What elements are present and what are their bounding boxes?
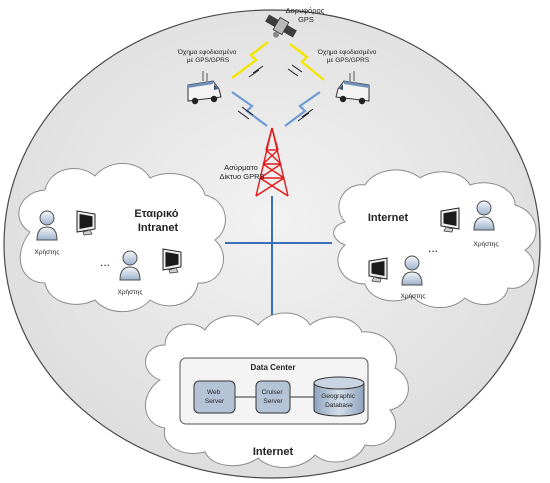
internet-right-title: Internet <box>368 212 409 224</box>
data-center-title: Data Center <box>251 363 296 372</box>
svg-text:Web Server: Web Server <box>205 389 225 405</box>
intranet-user-label-1: Χρήστης <box>35 249 60 256</box>
satellite-label: Δορυφόρος GPS <box>286 6 327 24</box>
internet-user-label-1: Χρήστης <box>474 241 499 248</box>
gprs-tower-icon <box>255 127 289 197</box>
gprs-signal-right <box>284 91 321 127</box>
intranet-ellipsis: ... <box>100 255 110 269</box>
gps-signal-left <box>231 41 269 79</box>
geographic-database-label-line2: Database <box>325 402 353 409</box>
intranet-title: Εταιρικό Intranet <box>134 208 181 234</box>
web-server-label-line1: Web <box>207 389 221 396</box>
web-server-label-line2: Server <box>205 398 225 405</box>
cruiser-server-box: Cruiser Server <box>255 380 291 414</box>
gprs-tower-label: Ασύρματο Δίκτυο GPRS <box>220 163 265 181</box>
gps-signal-right <box>287 43 325 81</box>
internet-user-label-2: Χρήστης <box>401 293 426 300</box>
svg-text:Geographic Database: Geographic Database <box>321 393 356 409</box>
geographic-database-icon: Geographic Database <box>313 376 365 417</box>
cruiser-server-label-line2: Server <box>263 398 283 405</box>
web-server-box: Web Server <box>193 380 236 414</box>
intranet-cloud <box>18 163 226 313</box>
intranet-user-label-2: Χρήστης <box>118 289 143 296</box>
data-center-cloud-label: Internet <box>253 446 294 458</box>
geographic-database-label-line1: Geographic <box>321 393 355 400</box>
satellite-icon <box>265 14 297 38</box>
svg-text:Cruiser Server: Cruiser Server <box>262 389 285 405</box>
internet-ellipsis: ... <box>428 241 438 255</box>
vehicle-left-label: Όχημα εφοδιασμένο με GPS/GPRS <box>177 48 238 64</box>
cruiser-server-label-line1: Cruiser <box>262 389 284 396</box>
gprs-signal-left <box>231 91 268 127</box>
vehicle-right-label: Όχημα εφοδιασμένο με GPS/GPRS <box>317 48 378 64</box>
